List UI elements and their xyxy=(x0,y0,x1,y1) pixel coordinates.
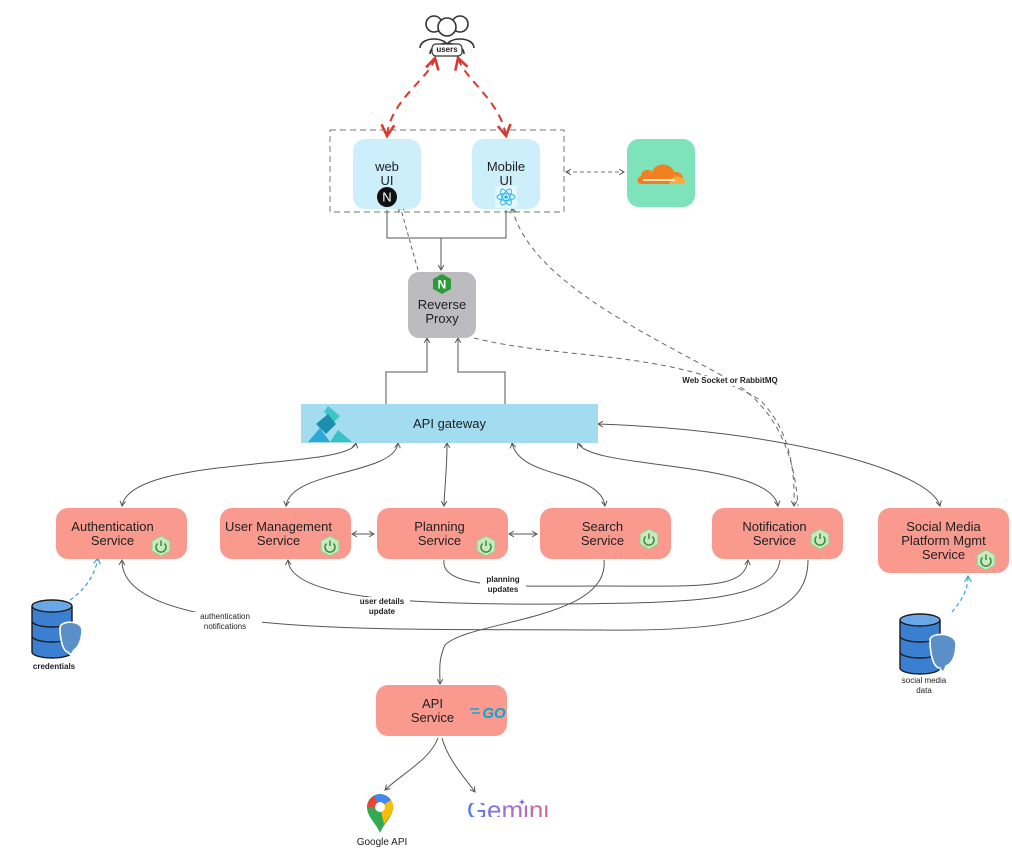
spring-boot-icon xyxy=(638,528,660,555)
svg-text:N: N xyxy=(382,190,391,205)
go-icon: GO xyxy=(470,702,510,722)
nextjs-icon: N xyxy=(377,187,397,207)
user-management-service-box[interactable]: User Management Service xyxy=(220,508,351,559)
credentials-db-label: credentials xyxy=(32,662,76,671)
search-service-label: Search Service xyxy=(580,518,625,548)
spring-boot-icon xyxy=(975,549,997,576)
sparkle-icon xyxy=(517,794,527,812)
cloudflare-box xyxy=(627,139,695,207)
postgres-db-icon xyxy=(30,598,88,667)
social-media-service-box[interactable]: Social Media Platform Mgmt Service xyxy=(878,508,1009,573)
spring-boot-icon xyxy=(150,535,172,562)
users-group-icon xyxy=(419,15,475,57)
spring-boot-icon xyxy=(475,535,497,562)
api-gateway-label: API gateway xyxy=(413,415,486,431)
mobile-ui-label: Mobile UI xyxy=(486,159,526,188)
reverse-proxy-label: Reverse Proxy xyxy=(417,297,467,326)
kong-gateway-icon xyxy=(306,404,354,444)
auth-notifications-annotation: authentication notifications xyxy=(188,612,262,632)
google-maps-icon xyxy=(366,793,394,838)
web-ui-label: web UI xyxy=(375,159,399,188)
users-node: users xyxy=(416,10,478,58)
social-media-service-label: Social Media Platform Mgmt Service xyxy=(901,518,986,562)
planning-updates-annotation: planning updates xyxy=(480,575,526,595)
api-gateway-box[interactable]: API gateway xyxy=(301,404,598,443)
api-service-label: API Service xyxy=(410,695,455,725)
svg-text:N: N xyxy=(438,278,447,292)
google-api-label: Google API xyxy=(356,837,408,848)
users-to-ui-arrows xyxy=(380,55,512,139)
social-media-db-label: social media data xyxy=(901,676,947,695)
planning-service-label: Planning Service xyxy=(414,518,465,548)
websocket-annotation: Web Socket or RabbitMQ xyxy=(670,376,790,386)
frontend-group-frame xyxy=(329,129,565,213)
spring-boot-icon xyxy=(319,535,341,562)
api-service-box[interactable]: API Service xyxy=(376,685,507,736)
user-management-service-label: User Management Service xyxy=(225,518,332,548)
svg-text:GO: GO xyxy=(482,705,506,722)
react-icon xyxy=(495,186,517,208)
authentication-service-label: Authentication Service xyxy=(71,518,154,548)
nginx-icon: N xyxy=(432,274,452,294)
gemini-label: Gemini xyxy=(466,795,550,825)
web-ui-box[interactable]: web UI xyxy=(353,139,421,209)
user-details-update-annotation: user details update xyxy=(354,597,410,617)
cloudflare-icon xyxy=(637,164,685,184)
spring-boot-icon xyxy=(809,528,831,555)
users-label: users xyxy=(436,45,458,54)
postgres-db-icon xyxy=(898,612,960,683)
notification-service-label: Notification Service xyxy=(742,518,807,548)
